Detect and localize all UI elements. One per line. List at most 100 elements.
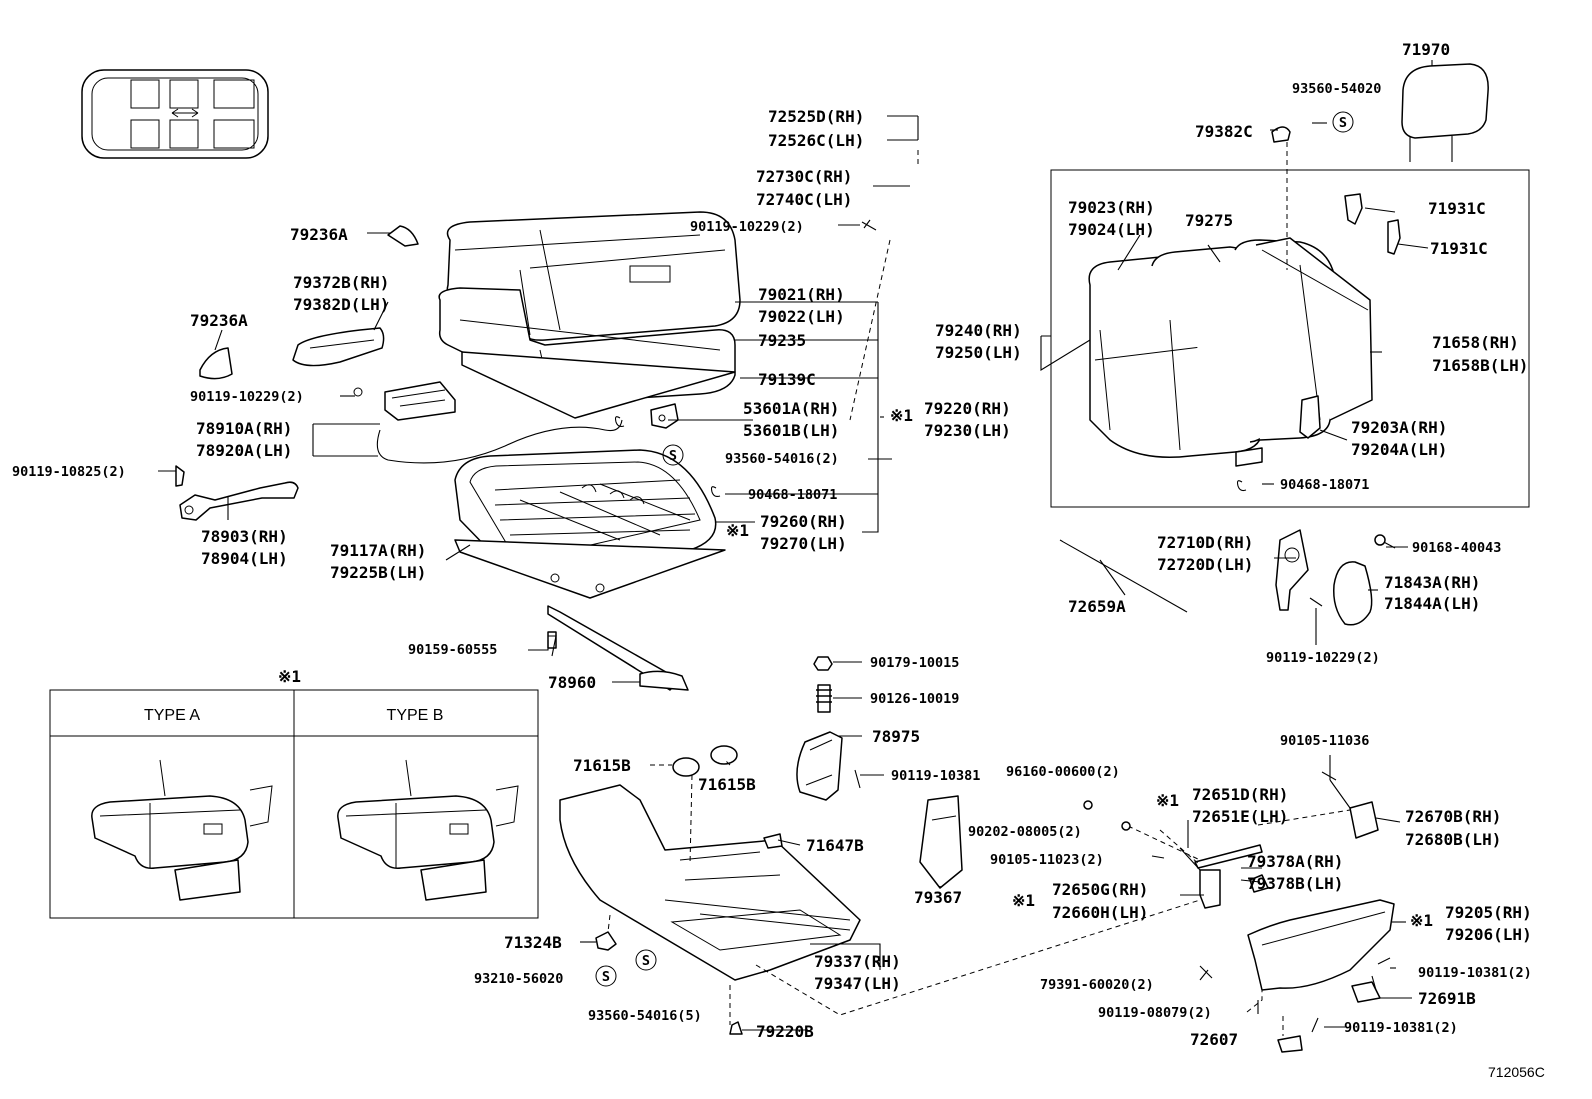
- vehicle-location-thumbnail: [81, 69, 269, 159]
- label-72650G: 72650G(RH): [1052, 880, 1148, 899]
- s-circle-icon: [662, 444, 684, 466]
- label-71647B: 71647B: [806, 836, 864, 855]
- label-79382C: 79382C: [1195, 122, 1253, 141]
- label-71615B-1: 71615B: [573, 756, 631, 775]
- label-72730C: 72730C(RH): [756, 167, 852, 186]
- label-79220: 79220(RH): [924, 399, 1011, 418]
- label-90119-10229-left: 90119-10229(2): [190, 389, 304, 405]
- lower-parts: [559, 656, 1395, 1053]
- label-79367: 79367: [914, 888, 962, 907]
- label-90119-10229-top: 90119-10229(2): [690, 219, 804, 235]
- label-78960: 78960: [548, 673, 596, 692]
- s-symbols: S S S S: [595, 111, 1354, 987]
- label-72710D: 72710D(RH): [1157, 533, 1253, 552]
- label-79275: 79275: [1185, 211, 1233, 230]
- note-mark: ※1: [1156, 791, 1179, 810]
- s-mark: S: [669, 448, 677, 464]
- label-90168-40043: 90168-40043: [1412, 540, 1501, 556]
- label-90105-11036: 90105-11036: [1280, 733, 1369, 749]
- label-79372B: 79372B(RH): [293, 273, 389, 292]
- label-72691B: 72691B: [1418, 989, 1476, 1008]
- figure-code: 712056C: [1488, 1064, 1545, 1080]
- label-72526C: 72526C(LH): [768, 131, 864, 150]
- label-78903: 78903(RH): [201, 527, 288, 546]
- fastener-icons: [175, 219, 1391, 1033]
- s-circle-icon: [1332, 111, 1354, 133]
- label-78920A: 78920A(LH): [196, 441, 292, 460]
- part-labels: 71970 93560-54020 79382C 72525D(RH) 7252…: [12, 40, 1545, 1080]
- label-79378B: 79378B(LH): [1247, 874, 1343, 893]
- label-78975: 78975: [872, 727, 920, 746]
- label-79139C: 79139C: [758, 370, 816, 389]
- label-71931C-1: 71931C: [1428, 199, 1486, 218]
- seat-cushion-illustration: [438, 211, 741, 419]
- note-mark: ※1: [1410, 911, 1433, 930]
- note-mark: ※1: [890, 406, 913, 425]
- label-79378A: 79378A(RH): [1247, 852, 1343, 871]
- label-96160-00600: 96160-00600(2): [1006, 764, 1120, 780]
- label-90126-10019: 90126-10019: [870, 691, 959, 707]
- label-72607: 72607: [1190, 1030, 1238, 1049]
- label-90159-60555: 90159-60555: [408, 642, 497, 658]
- type-a-illustration: [91, 759, 273, 901]
- label-93560-54016-a: 93560-54016(2): [725, 451, 839, 467]
- label-72525D: 72525D(RH): [768, 107, 864, 126]
- label-72680B: 72680B(LH): [1405, 830, 1501, 849]
- type-a-label: TYPE A: [144, 707, 200, 724]
- label-90179-10015: 90179-10015: [870, 655, 959, 671]
- seat-frame-illustration: [454, 449, 726, 691]
- label-72670B: 72670B(RH): [1405, 807, 1501, 826]
- label-79021: 79021(RH): [758, 285, 845, 304]
- note-mark: ※1: [278, 667, 301, 686]
- type-table: [49, 689, 539, 919]
- s-mark: S: [642, 953, 650, 969]
- s-mark: S: [602, 969, 610, 985]
- leader-lines: [158, 60, 1433, 1036]
- type-b-illustration: [337, 759, 519, 901]
- label-79205: 79205(RH): [1445, 903, 1532, 922]
- label-90468-18071-b: 90468-18071: [1280, 477, 1369, 493]
- label-71658: 71658(RH): [1432, 333, 1519, 352]
- label-90119-10381-b: 90119-10381(2): [1418, 965, 1532, 981]
- label-79220B: 79220B: [756, 1022, 814, 1041]
- label-79024: 79024(LH): [1068, 220, 1155, 239]
- label-79230: 79230(LH): [924, 421, 1011, 440]
- label-93210-56020: 93210-56020: [474, 971, 563, 987]
- label-93560-54020: 93560-54020: [1292, 81, 1381, 97]
- right-side-parts: [1059, 529, 1396, 626]
- label-78904: 78904(LH): [201, 549, 288, 568]
- label-79260: 79260(RH): [760, 512, 847, 531]
- label-53601A: 53601A(RH): [743, 399, 839, 418]
- label-93560-54016-b: 93560-54016(5): [588, 1008, 702, 1024]
- label-72720D: 72720D(LH): [1157, 555, 1253, 574]
- note-mark: ※1: [726, 521, 749, 540]
- label-72651E: 72651E(LH): [1192, 807, 1288, 826]
- label-90119-10825: 90119-10825(2): [12, 464, 126, 480]
- label-79225B: 79225B(LH): [330, 563, 426, 582]
- label-79206: 79206(LH): [1445, 925, 1532, 944]
- label-71843A: 71843A(RH): [1384, 573, 1480, 592]
- type-b-label: TYPE B: [387, 707, 444, 724]
- cushion-small-parts: [179, 225, 679, 649]
- label-53601B: 53601B(LH): [743, 421, 839, 440]
- label-72740C: 72740C(LH): [756, 190, 852, 209]
- label-79023: 79023(RH): [1068, 198, 1155, 217]
- label-90119-10381-a: 90119-10381: [891, 768, 980, 784]
- seatback-illustration: [1050, 63, 1530, 508]
- label-71615B-2: 71615B: [698, 775, 756, 794]
- label-79204A: 79204A(LH): [1351, 440, 1447, 459]
- label-79391-60020: 79391-60020(2): [1040, 977, 1154, 993]
- label-79236A-1: 79236A: [290, 225, 348, 244]
- label-90119-08079: 90119-08079(2): [1098, 1005, 1212, 1021]
- label-90202-08005: 90202-08005(2): [968, 824, 1082, 840]
- label-71931C-2: 71931C: [1430, 239, 1488, 258]
- label-79337: 79337(RH): [814, 952, 901, 971]
- s-circle-icon: [635, 949, 657, 971]
- label-90468-18071-a: 90468-18071: [748, 487, 837, 503]
- label-78910A: 78910A(RH): [196, 419, 292, 438]
- label-72651D: 72651D(RH): [1192, 785, 1288, 804]
- label-79235: 79235: [758, 331, 806, 350]
- label-79270: 79270(LH): [760, 534, 847, 553]
- label-79236A-2: 79236A: [190, 311, 248, 330]
